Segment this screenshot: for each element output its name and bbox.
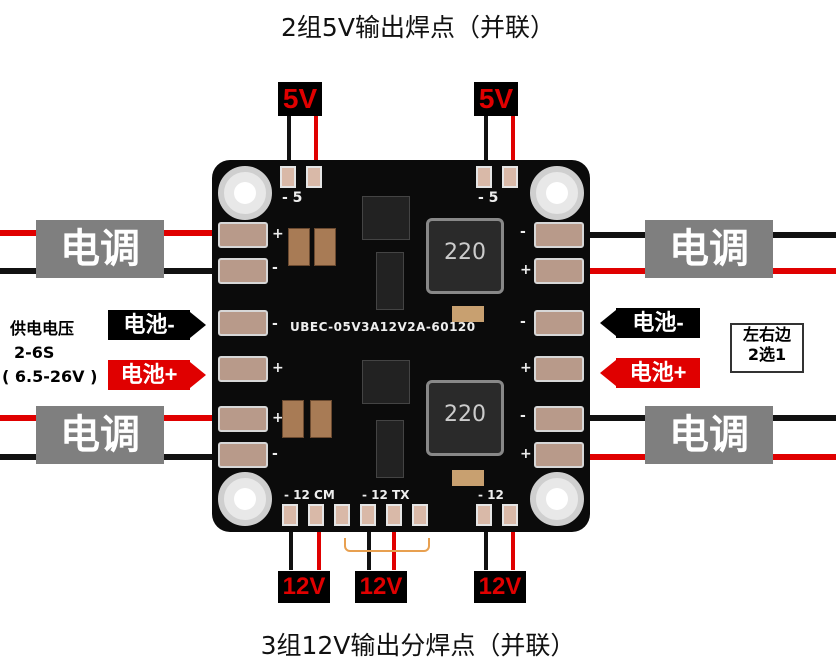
12v-pin [308,504,324,526]
capacitor [310,400,332,438]
5v-badge-left: 5V [278,82,322,116]
cm-tx-jumper [344,538,430,552]
esc1-neg-pad [218,258,268,284]
bottom-left-pad-silk: - 12 CM [284,488,335,502]
silk-plus: + [272,360,284,376]
silk-plus: + [520,446,532,462]
silk-minus: - [520,224,526,240]
12v-c-gnd-wire [484,525,488,570]
12v-badge-right: 12V [474,571,526,603]
top-left-pad-silk: - 5 [282,190,303,206]
battery-neg-label-right: 电池- [616,308,700,338]
silk-minus: - [272,446,278,462]
silk-minus: - [272,316,278,332]
esc-box-bottom-right: 电调 [645,406,773,464]
5v-pin [306,166,322,188]
5v-right-gnd-wire [484,110,488,170]
12v-badge-left: 12V [278,571,330,603]
12v-badge-mid: 12V [355,571,407,603]
diode [376,420,404,478]
regulator-chip [362,196,410,240]
12v-pin [334,504,350,526]
silk-minus: - [520,408,526,424]
arrow-right-icon [190,362,206,388]
choose-side-line2: 2选1 [747,345,787,364]
5v-badge-right: 5V [474,82,518,116]
mount-hole [530,472,584,526]
top-title: 2组5V输出焊点（并联） [281,13,555,42]
12v-b-gnd-wire [367,525,371,570]
12v-pin [386,504,402,526]
silk-plus: + [272,410,284,426]
esc1-pos-pad [218,222,268,248]
capacitor [452,306,484,322]
arrow-left-icon [600,360,616,386]
12v-a-gnd-wire [289,525,293,570]
mount-hole [218,166,272,220]
silk-plus: + [520,360,532,376]
top-right-pad-silk: - 5 [478,190,499,206]
esc2-neg-pad [534,222,584,248]
esc4-neg-pad [534,406,584,432]
esc-box-top-right: 电调 [645,220,773,278]
supply-voltage-label: 供电电压 [10,319,75,338]
12v-pin [412,504,428,526]
12v-a-pos-wire [317,525,321,570]
inductor: 220 [426,218,504,294]
silk-plus: + [520,262,532,278]
12v-b-pos-wire [392,525,396,570]
esc3-pos-pad [218,406,268,432]
silk-minus: - [272,260,278,276]
battery-neg-pad-right [534,310,584,336]
12v-pin [360,504,376,526]
12v-pin [502,504,518,526]
battery-pos-pad-right [534,356,584,382]
esc2-pos-pad [534,258,584,284]
battery-pos-label-right: 电池+ [616,358,700,388]
5v-pin [280,166,296,188]
5v-pin [502,166,518,188]
ubec-board: - 5 - 5 + - - + + - - + - + - + 220 220 … [212,160,590,532]
choose-side-note: 左右边 2选1 [730,323,804,373]
silk-plus: + [272,226,284,242]
arrow-left-icon [600,310,616,336]
diode [376,252,404,310]
5v-right-pos-wire [511,110,515,170]
esc3-neg-pad [218,442,268,468]
battery-pos-pad-left [218,356,268,382]
mount-hole [218,472,272,526]
capacitor [282,400,304,438]
5v-pin [476,166,492,188]
esc-box-bottom-left: 电调 [36,406,164,464]
5v-left-pos-wire [314,110,318,170]
regulator-chip [362,360,410,404]
capacitor [288,228,310,266]
5v-left-gnd-wire [287,110,291,170]
esc-box-top-left: 电调 [36,220,164,278]
bottom-right-pad-silk: - 12 [478,488,504,502]
mount-hole [530,166,584,220]
arrow-right-icon [190,312,206,338]
esc4-pos-pad [534,442,584,468]
choose-side-line1: 左右边 [742,325,791,344]
capacitor [452,470,484,486]
12v-pin [282,504,298,526]
battery-neg-pad-left [218,310,268,336]
12v-pin [476,504,492,526]
supply-cells-label: 2-6S [14,343,55,362]
silk-minus: - [520,314,526,330]
supply-range-label: ( 6.5-26V ) [2,367,98,386]
bottom-title: 3组12V输出分焊点（并联） [260,631,576,660]
board-silkscreen: UBEC-05V3A12V2A-60120 [290,320,476,334]
capacitor [314,228,336,266]
inductor: 220 [426,380,504,456]
battery-neg-label-left: 电池- [108,310,190,340]
12v-c-pos-wire [511,525,515,570]
battery-pos-label-left: 电池+ [108,360,190,390]
bottom-mid-pad-silk: - 12 TX [362,488,410,502]
